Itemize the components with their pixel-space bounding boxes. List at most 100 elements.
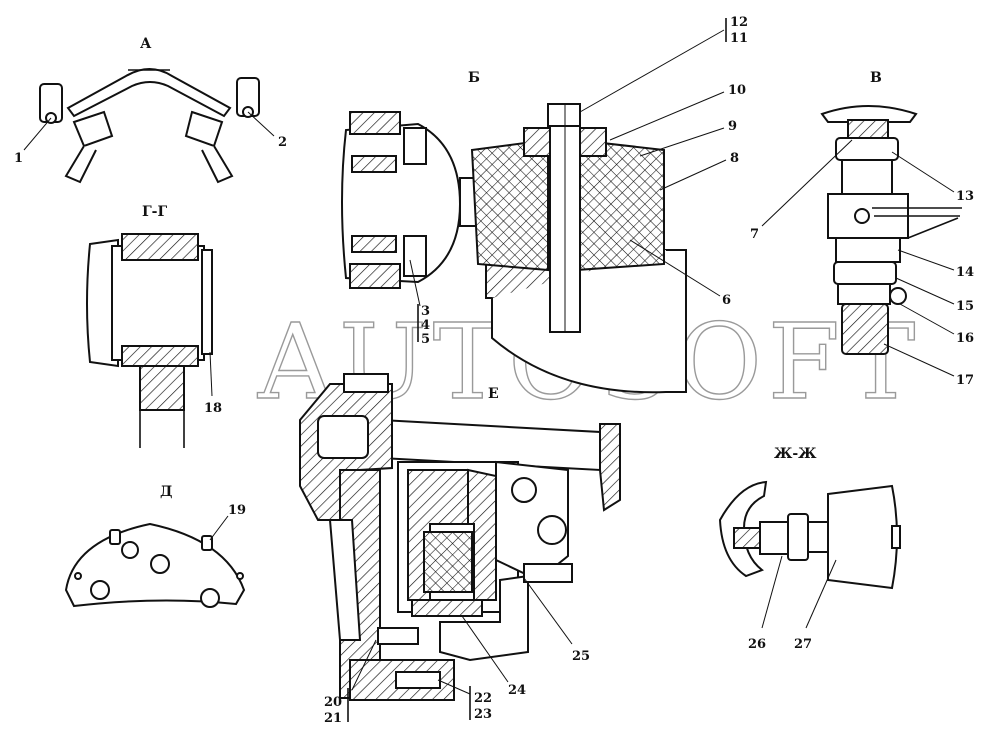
clamp-insert-bottom: [351, 235, 397, 253]
cover-hole-3: [150, 554, 170, 574]
callout-14: 14: [956, 265, 974, 280]
view-label-gg: Г-Г: [142, 204, 167, 220]
shaft-body: [139, 410, 185, 448]
leader-2: [247, 111, 275, 137]
canister-cap: [891, 525, 901, 549]
cover-clip-right: [201, 535, 213, 551]
valve-hose: [841, 303, 889, 355]
callout-6: 6: [722, 293, 731, 308]
leader-24: [461, 615, 509, 683]
handle-coupling: [759, 521, 791, 555]
pivot-nut: [547, 103, 581, 129]
callout-11: 11: [730, 31, 748, 46]
hose-left-end: [64, 145, 97, 184]
shaft-section: [139, 365, 185, 411]
callout-21: 21: [324, 711, 342, 726]
canister: [827, 484, 898, 590]
arm-end-section: [599, 423, 621, 512]
callout-2: 2: [278, 135, 287, 150]
callout-10: 10: [728, 83, 746, 98]
callout-25: 25: [572, 649, 590, 664]
cover-hole-1: [90, 580, 110, 600]
hose-right-end: [201, 145, 234, 184]
cover-rivet-1: [74, 572, 82, 580]
cover-clip-left: [109, 529, 121, 545]
cover-hole-4: [200, 588, 220, 608]
callout-22: 22: [474, 691, 492, 706]
leader-6: [629, 239, 721, 297]
leader-19: [209, 515, 229, 541]
view-zhzh: Ж-Ж 26 27: [718, 446, 901, 652]
callout-24: 24: [508, 683, 526, 698]
leader-14: [897, 249, 955, 271]
cover-hole-2: [121, 541, 139, 559]
callout-1: 1: [14, 151, 23, 166]
bearing-right: [511, 477, 537, 503]
valve-top-section: [847, 119, 889, 139]
leader-10: [609, 91, 725, 141]
callout-3: 3: [421, 304, 430, 319]
hose-left: [72, 110, 114, 148]
housing-bolt: [343, 373, 389, 393]
leader-20-21: [351, 639, 377, 691]
callout-4: 4: [421, 318, 430, 333]
leader-16: [899, 303, 955, 335]
housing-bottom-section: [121, 345, 199, 367]
housing-body: [111, 245, 205, 361]
leader-17: [883, 343, 955, 377]
leader-8: [659, 159, 727, 191]
base-bolt-upper: [377, 627, 419, 645]
bracket-bolt: [523, 563, 573, 583]
view-d: Д 19: [64, 484, 246, 608]
view-e: Е 20 21 22 23 24 25: [299, 373, 621, 726]
cover-rivet-2: [236, 572, 244, 580]
view-label-v: В: [870, 70, 882, 86]
leader-7: [761, 139, 853, 227]
callout-16: 16: [956, 331, 974, 346]
callout-8: 8: [730, 151, 739, 166]
leader-25: [523, 577, 573, 645]
view-label-b: Б: [468, 70, 480, 86]
bushing-right: [575, 138, 665, 272]
clamp-bolt-bottom: [403, 235, 427, 277]
leader-9: [639, 127, 725, 157]
bracket-lower: [439, 574, 529, 662]
pivot-housing: [491, 249, 687, 394]
callout-26: 26: [748, 637, 766, 652]
hose-right: [184, 110, 224, 148]
valve-fitting: [837, 283, 891, 305]
valve-screw: [854, 208, 870, 224]
bearing-shaft: [537, 515, 567, 545]
leader-1: [23, 117, 52, 151]
leader-26: [761, 555, 783, 629]
bracket: [66, 68, 232, 118]
view-v: В 7 13 14 15 16 17: [750, 70, 974, 388]
valve-spacer: [835, 237, 901, 263]
callout-18: 18: [204, 401, 222, 416]
retaining-ring: [201, 249, 213, 355]
view-label-a: А: [140, 36, 152, 52]
leader-27: [805, 559, 837, 629]
clamp-body: [341, 122, 462, 284]
callout-15: 15: [956, 299, 974, 314]
leader-3-5: [409, 259, 421, 307]
leader-18: [209, 351, 213, 397]
clamp-top-block: [349, 111, 401, 135]
callout-12: 12: [730, 15, 748, 30]
callout-27: 27: [794, 637, 812, 652]
callout-7: 7: [750, 227, 759, 242]
callout-17: 17: [956, 373, 974, 388]
view-label-d: Д: [160, 484, 172, 500]
valve-nut-bottom: [833, 261, 897, 285]
valve-nut-top: [835, 137, 899, 161]
cap-left: [86, 238, 119, 368]
clamp-insert-top: [351, 155, 397, 173]
bushing-left: [470, 138, 549, 272]
valve-neck: [841, 159, 893, 195]
base-bolt-lower: [395, 671, 441, 689]
leader-11-12: [579, 29, 725, 113]
drum-rim: [411, 599, 483, 617]
drum-core: [423, 531, 473, 593]
